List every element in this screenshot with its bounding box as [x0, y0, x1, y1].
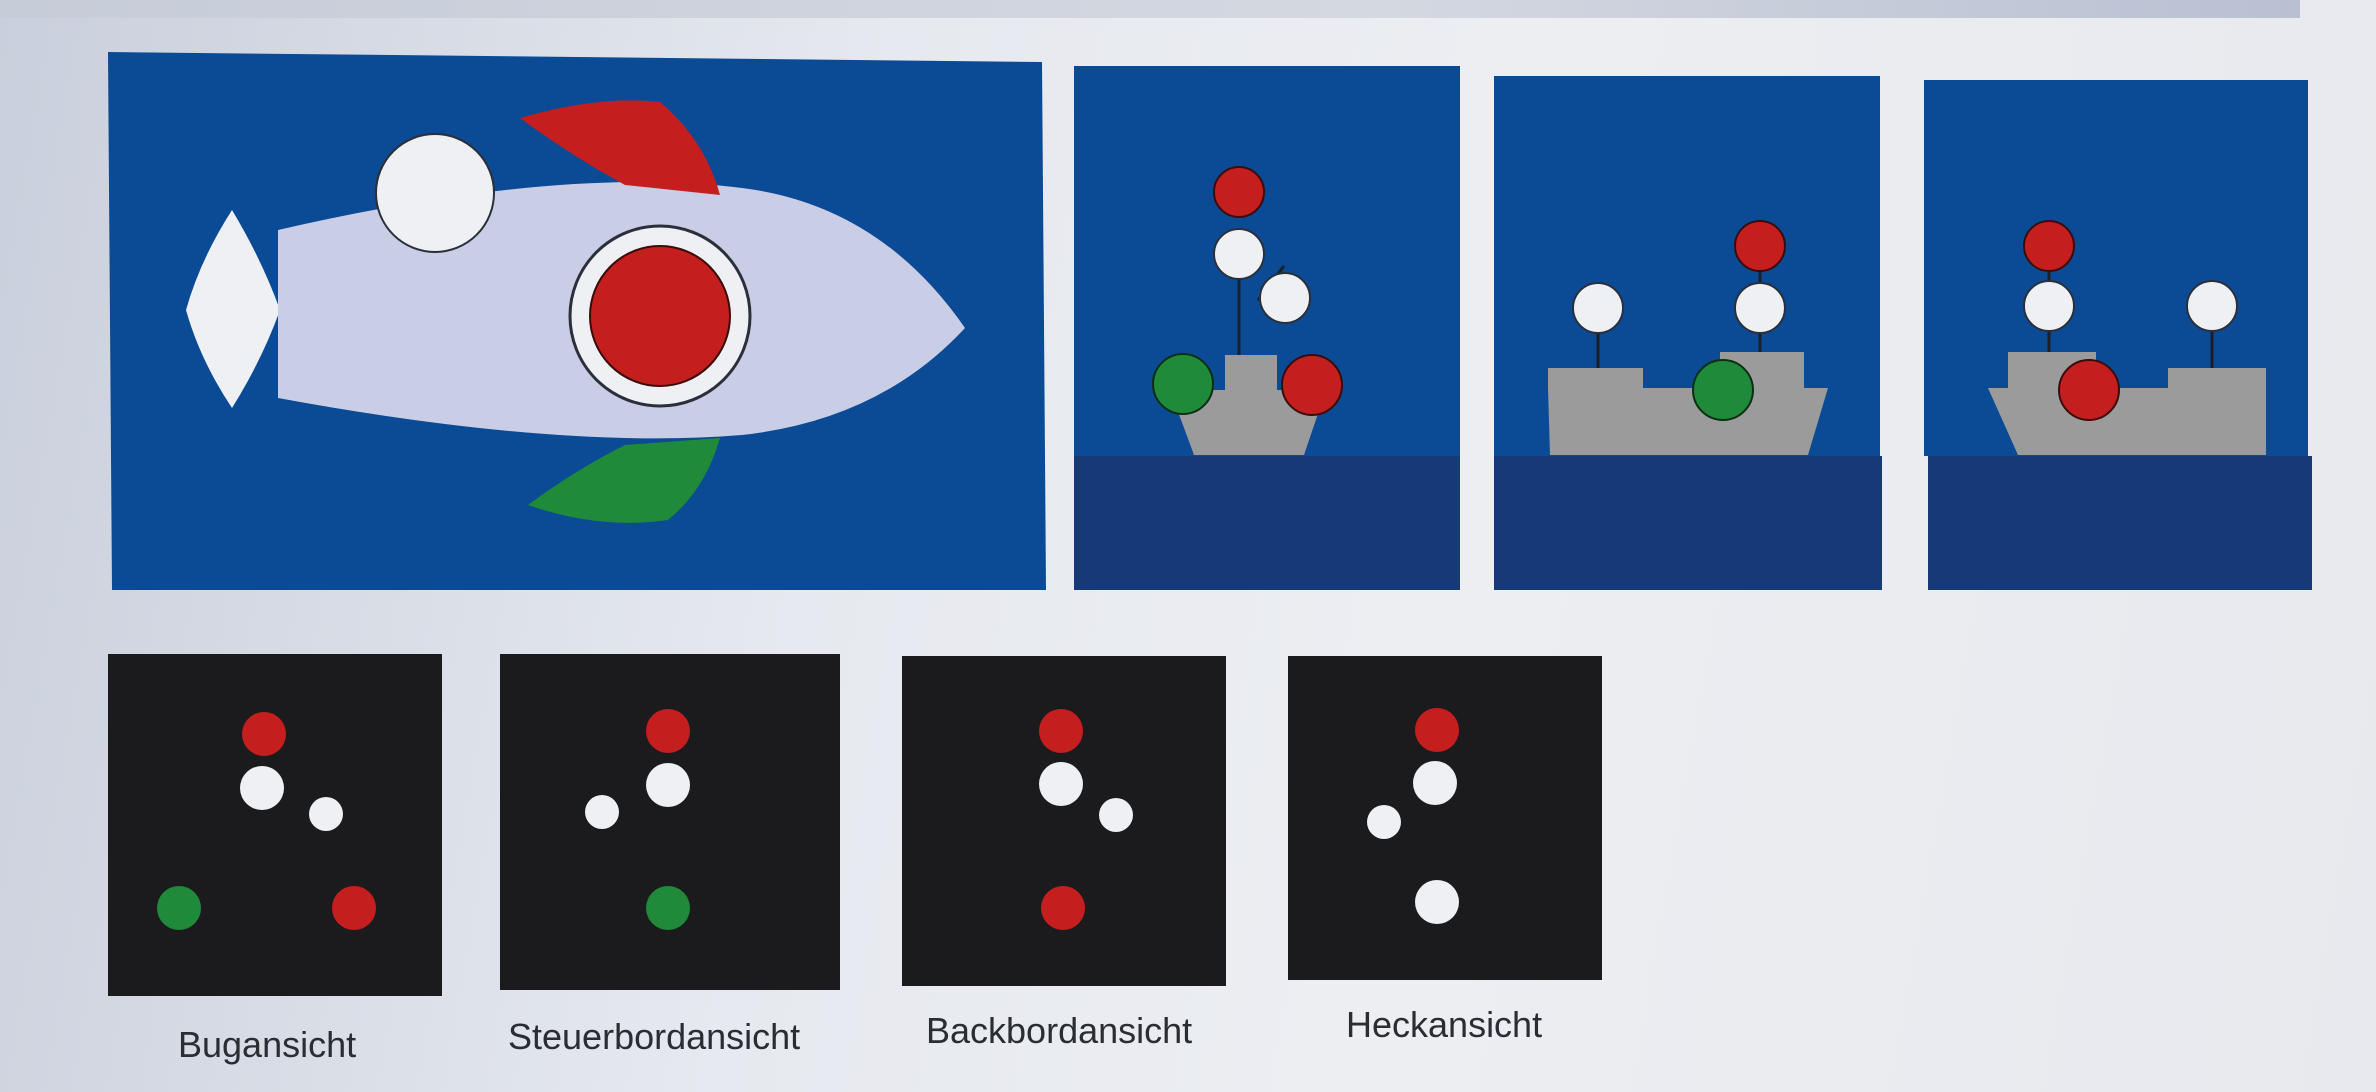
port-red-side	[2058, 359, 2120, 421]
night-port-white-aft	[1099, 798, 1133, 832]
night-bow-white-mast	[240, 766, 284, 810]
night-stb-white-mast	[646, 763, 690, 807]
day-view-port	[1924, 80, 2312, 590]
caption-starboard-view: Steuerbordansicht	[508, 1016, 801, 1057]
night-bow-green	[157, 886, 201, 930]
top-view-panel	[108, 52, 1046, 590]
masthead-white-port	[2023, 280, 2075, 332]
night-stern-white	[1415, 880, 1459, 924]
masthead-red-port	[2023, 220, 2075, 272]
night-stb-green	[646, 886, 690, 930]
night-view-starboard	[500, 654, 840, 990]
port-red-bow	[1281, 354, 1343, 416]
night-port-white-mast	[1039, 762, 1083, 806]
page-top-edge	[0, 0, 2300, 18]
masthead-white-starboard	[1734, 282, 1786, 334]
caption-bow-view: Bugansicht	[178, 1024, 357, 1065]
starboard-green-side	[1692, 359, 1754, 421]
day-view-starboard	[1494, 76, 1882, 590]
night-stern-white-aft	[1367, 805, 1401, 839]
night-view-port	[902, 656, 1226, 986]
night-bow-white-aft	[309, 797, 343, 831]
aft-white-port	[2186, 280, 2238, 332]
night-stb-red-top	[646, 709, 690, 753]
caption-port-view: Backbordansicht	[926, 1010, 1193, 1051]
night-port-red-top	[1039, 709, 1083, 753]
night-stern-white-mast	[1413, 761, 1457, 805]
masthead-red-bow	[1213, 166, 1265, 218]
day-view-bow	[1074, 66, 1460, 590]
night-stern-red-top	[1415, 708, 1459, 752]
masthead-red-starboard	[1734, 220, 1786, 272]
starboard-green-bow	[1152, 353, 1214, 415]
all-round-red-light	[589, 245, 731, 387]
starboard-sidelight-sector	[528, 438, 720, 523]
masthead-white-bow	[1213, 228, 1265, 280]
night-stb-white-aft	[585, 795, 619, 829]
port-sidelight-sector	[520, 100, 720, 195]
aft-white-bow	[1259, 272, 1311, 324]
masthead-light-overlay	[375, 133, 495, 253]
night-port-red	[1041, 886, 1085, 930]
aft-white-starboard	[1572, 282, 1624, 334]
night-bow-red-top	[242, 712, 286, 756]
stern-light-sector	[186, 210, 280, 408]
caption-stern-view: Heckansicht	[1346, 1004, 1543, 1045]
night-bow-red	[332, 886, 376, 930]
night-view-stern	[1288, 656, 1602, 980]
night-view-bow	[108, 654, 442, 996]
